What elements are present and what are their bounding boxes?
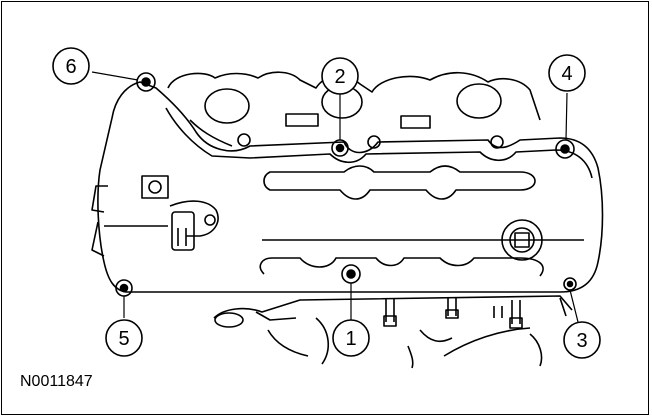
bolt-1 (341, 264, 361, 284)
svg-text:4: 4 (561, 63, 572, 85)
figure-reference-code: N0011847 (20, 373, 93, 390)
oil-fill-fitting (501, 219, 543, 261)
callout-2: 2 (321, 57, 359, 95)
svg-text:5: 5 (118, 328, 129, 350)
sensor-bracket (104, 175, 219, 251)
callout-3: 3 (563, 321, 601, 359)
bolt-5 (115, 279, 133, 297)
callout-5: 5 (105, 319, 143, 357)
cover-bolts (115, 72, 577, 297)
cover-ribs (259, 165, 584, 277)
svg-text:1: 1 (345, 328, 356, 350)
lower-manifold (213, 295, 573, 369)
bolt-3 (563, 277, 577, 291)
callout-1: 1 (332, 319, 370, 357)
leader-lines (91, 71, 579, 323)
svg-text:2: 2 (334, 66, 345, 88)
svg-text:3: 3 (576, 330, 587, 352)
bolt-6 (136, 72, 156, 92)
svg-text:6: 6 (65, 56, 76, 78)
bolt-4 (555, 139, 575, 159)
callout-6: 6 (52, 47, 90, 85)
callout-4: 4 (548, 54, 586, 92)
